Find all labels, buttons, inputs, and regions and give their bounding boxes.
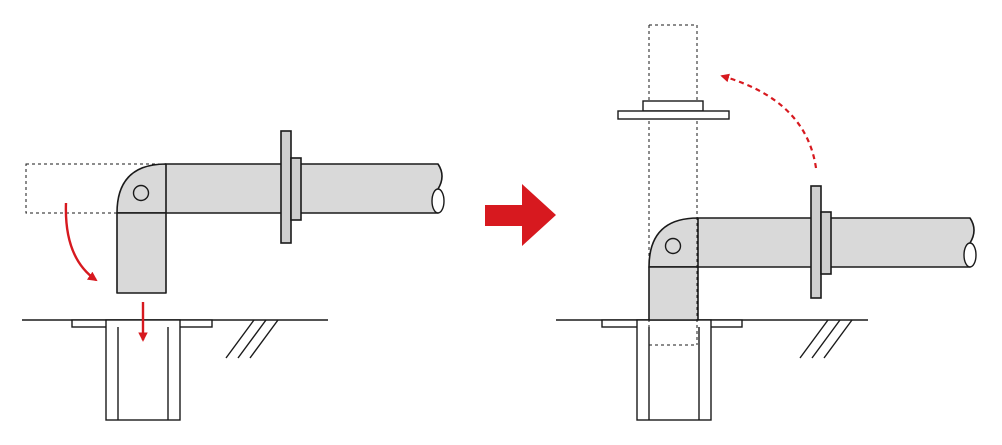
right-flange-plate (810, 185, 822, 299)
right-ghost-flange-plate (617, 110, 730, 120)
right-horizontal-pipe (696, 217, 975, 268)
right-ghost-vertical-pipe (648, 24, 698, 346)
right-ghost-flange-collar (642, 100, 704, 112)
left-soil-hatch (225, 319, 279, 359)
right-ground-socket (601, 319, 743, 421)
right-pivot-icon (664, 237, 682, 255)
swivel-pivot-icon (132, 184, 150, 202)
right-soil-hatch (799, 319, 853, 359)
left-flange-collar (290, 157, 302, 221)
left-vertical-leg (116, 212, 167, 294)
left-horizontal-pipe (164, 163, 443, 214)
right-flange-collar (820, 211, 832, 275)
left-pipe-open-end (431, 188, 445, 214)
big-right-arrow-icon (485, 184, 556, 246)
right-panel (556, 24, 977, 421)
left-panel (22, 130, 445, 421)
left-flange-plate (280, 130, 292, 244)
right-vertical-leg (648, 266, 699, 321)
rotate-down-arrow-icon (64, 202, 98, 282)
right-pipe-open-end (963, 242, 977, 268)
rotate-up-dashed-arrow-icon (720, 73, 818, 169)
